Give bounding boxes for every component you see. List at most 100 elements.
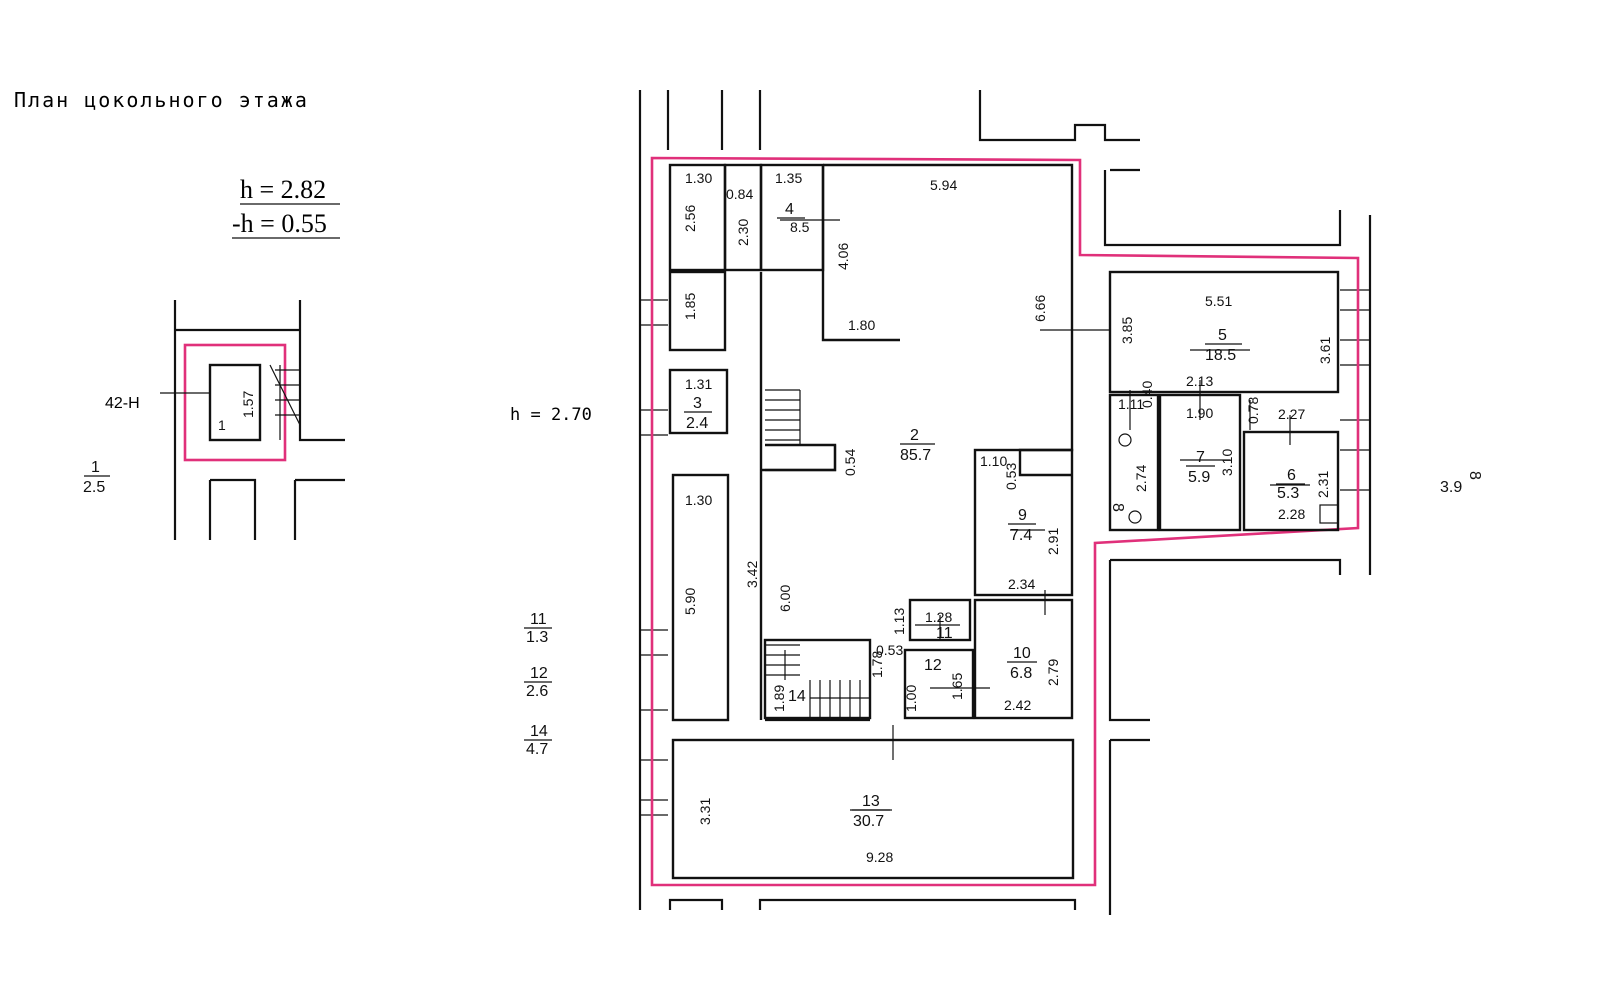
- svg-text:8: 8: [1109, 503, 1126, 512]
- svg-text:2.79: 2.79: [1045, 659, 1061, 686]
- svg-text:14: 14: [530, 723, 548, 740]
- stairs: [765, 389, 870, 718]
- svg-text:1.10: 1.10: [980, 453, 1007, 469]
- svg-text:7: 7: [1196, 449, 1205, 466]
- svg-text:2.31: 2.31: [1315, 471, 1331, 498]
- svg-text:0.54: 0.54: [842, 449, 858, 476]
- svg-text:6.66: 6.66: [1032, 295, 1048, 322]
- svg-text:5: 5: [1218, 327, 1227, 344]
- svg-text:14: 14: [788, 688, 806, 705]
- svg-text:3.85: 3.85: [1119, 317, 1135, 344]
- svg-text:12: 12: [530, 665, 548, 682]
- room-9: [973, 448, 1074, 597]
- svg-text:1.3: 1.3: [526, 629, 548, 646]
- svg-text:2.74: 2.74: [1133, 465, 1149, 492]
- svg-text:0.40: 0.40: [1139, 381, 1155, 408]
- svg-text:9.28: 9.28: [866, 849, 893, 865]
- svg-text:4.06: 4.06: [835, 243, 851, 270]
- svg-text:5.9: 5.9: [1188, 469, 1210, 486]
- svg-text:2.30: 2.30: [735, 219, 751, 246]
- svg-text:2.27: 2.27: [1278, 406, 1305, 422]
- dimension-labels: 1.30 0.84 1.35 5.94 2.56 2.30 4.06 1.85 …: [682, 170, 1333, 865]
- floor-offset-label: -h = 0.55: [232, 209, 327, 238]
- rooms: [668, 163, 1340, 880]
- svg-text:1.78: 1.78: [869, 651, 885, 678]
- svg-text:3.10: 3.10: [1219, 449, 1235, 476]
- svg-text:1.35: 1.35: [775, 170, 802, 186]
- svg-text:30.7: 30.7: [853, 813, 884, 830]
- room-6: [1242, 430, 1340, 532]
- stair-outline: [183, 343, 287, 462]
- svg-text:1: 1: [91, 459, 100, 476]
- room-5: [1108, 270, 1340, 394]
- svg-text:18.5: 18.5: [1205, 347, 1236, 364]
- svg-text:2.13: 2.13: [1186, 373, 1213, 389]
- svg-text:2.42: 2.42: [1004, 697, 1031, 713]
- svg-text:2.5: 2.5: [83, 479, 105, 496]
- svg-text:2.91: 2.91: [1045, 528, 1061, 555]
- svg-text:1.85: 1.85: [682, 293, 698, 320]
- room-185: [668, 270, 727, 352]
- dimension-marks: [780, 219, 1339, 811]
- svg-text:2.28: 2.28: [1278, 506, 1305, 522]
- room-12: [903, 648, 975, 720]
- svg-text:0.53: 0.53: [876, 642, 903, 658]
- svg-text:5.94: 5.94: [930, 177, 957, 193]
- svg-text:1.89: 1.89: [771, 685, 787, 712]
- room-8: [1108, 393, 1160, 532]
- svg-text:0.53: 0.53: [1003, 463, 1019, 490]
- plan-title: План цокольного этажа: [14, 88, 309, 112]
- svg-text:1.30: 1.30: [685, 492, 712, 508]
- svg-text:2.56: 2.56: [682, 205, 698, 232]
- room-3: [668, 368, 729, 435]
- svg-text:4.7: 4.7: [526, 741, 548, 758]
- stair-label: 42-Н: [105, 395, 140, 412]
- svg-text:1.30: 1.30: [685, 170, 712, 186]
- svg-text:5.90: 5.90: [682, 588, 698, 615]
- svg-text:1.31: 1.31: [685, 376, 712, 392]
- svg-text:5.51: 5.51: [1205, 293, 1232, 309]
- ceiling-height-label: h = 2.82: [240, 175, 326, 204]
- svg-text:3.61: 3.61: [1317, 337, 1333, 364]
- svg-text:1.57: 1.57: [240, 391, 256, 418]
- svg-text:1.28: 1.28: [925, 609, 952, 625]
- svg-text:1.90: 1.90: [1186, 405, 1213, 421]
- svg-text:13: 13: [862, 793, 880, 810]
- svg-text:0.78: 0.78: [1245, 397, 1261, 424]
- svg-text:10: 10: [1013, 645, 1031, 662]
- svg-text:12: 12: [924, 657, 942, 674]
- svg-text:1.65: 1.65: [949, 673, 965, 700]
- svg-text:8: 8: [1466, 471, 1483, 480]
- svg-text:4: 4: [785, 201, 794, 218]
- svg-text:9: 9: [1018, 507, 1027, 524]
- svg-text:7.4: 7.4: [1010, 527, 1032, 544]
- svg-text:2.6: 2.6: [526, 683, 548, 700]
- outer-walls: [638, 90, 1372, 915]
- svg-text:11: 11: [936, 625, 953, 642]
- svg-text:2.34: 2.34: [1008, 576, 1035, 592]
- svg-text:85.7: 85.7: [900, 447, 931, 464]
- room-13: [671, 738, 1075, 880]
- svg-text:0.84: 0.84: [726, 186, 753, 202]
- legend: 1 2.5 11 1.3 12 2.6 14 4.7 8 3.9: [83, 459, 1483, 758]
- svg-text:2: 2: [910, 427, 919, 444]
- svg-text:8.5: 8.5: [790, 219, 810, 235]
- room-closet-084: [723, 163, 763, 272]
- room-14: [763, 638, 872, 720]
- room-10: [973, 598, 1074, 720]
- stair-inset: 42-Н 1.57 1: [105, 300, 345, 540]
- room-labels: 2 85.7 3 2.4 4 5 18.5 6 5.3 7 5.9 9 7.4 …: [684, 201, 1305, 830]
- room-corridor: [671, 473, 730, 722]
- svg-text:3: 3: [693, 395, 702, 412]
- svg-text:5.3: 5.3: [1277, 485, 1299, 502]
- floor-height-label: h = 2.70: [510, 405, 592, 425]
- svg-text:3.31: 3.31: [697, 798, 713, 825]
- svg-text:6.8: 6.8: [1010, 665, 1032, 682]
- svg-text:1.80: 1.80: [848, 317, 875, 333]
- svg-text:2.4: 2.4: [686, 415, 708, 432]
- svg-text:1.11: 1.11: [1118, 396, 1144, 412]
- room-1: [208, 363, 262, 442]
- svg-text:1: 1: [218, 417, 226, 433]
- svg-text:3.42: 3.42: [744, 561, 760, 588]
